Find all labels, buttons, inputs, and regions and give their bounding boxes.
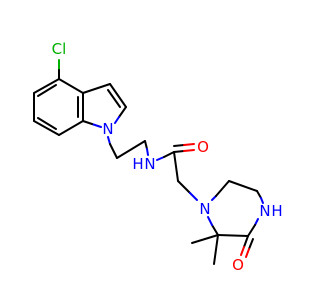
chlorine-label: Cl [52, 40, 67, 58]
bond-c2q-npip-carbon [211, 224, 219, 236]
amide-oxygen-label: O [197, 138, 209, 156]
bond-c3-o [243, 235, 249, 248]
bond-c2q-methyl-left [191, 234, 219, 244]
bond-carbonyl-o [173, 150, 185, 153]
lactam-oxygen-label: O [232, 256, 244, 274]
bond-c3-c2-inner [107, 89, 121, 108]
bond-n1-c7a-carbon [82, 120, 93, 125]
bond-layer [33, 59, 264, 265]
piperazine-nitrogen-label: N [199, 200, 210, 218]
bond-c3-o-red [240, 246, 245, 256]
bond-c3-o-second-red [245, 248, 250, 258]
lactam-hydrogen-label: H [271, 202, 282, 220]
amide-nitrogen-label: N [144, 155, 155, 173]
bond-c2-n1-carbon [118, 106, 127, 118]
bond-n1-ch2-carbon [109, 143, 118, 159]
molecule-structure: Cl N H N O N N H O [33, 40, 283, 274]
bond-ch2-npip [189, 192, 198, 201]
bond-carbonyl-o-second [173, 144, 185, 147]
bond-carbonyl-ch2 [173, 151, 179, 182]
bond-n1-c7a [91, 123, 102, 128]
bond-ch2-nh [146, 148, 149, 156]
bond-c4-c5-inner [37, 84, 57, 97]
bond-c3a-c4 [58, 78, 84, 94]
bond-c3-c2q [217, 234, 249, 237]
bond-c5-nh-blue [260, 197, 264, 204]
bond-n1-ch2 [107, 136, 111, 145]
bond-c3-o-second [248, 238, 254, 250]
bond-npip-c6 [215, 180, 230, 197]
bond-nh-c3 [247, 224, 256, 237]
bond-c4-c5 [33, 78, 60, 94]
bond-nh-carbonyl [156, 156, 165, 161]
atom-label-layer: Cl N H N O N N H O [52, 40, 283, 274]
bond-c5-nh [256, 190, 262, 199]
bond-ch2-ch2 [116, 140, 146, 159]
bond-c2-n1 [114, 116, 120, 124]
bond-c2q-methyl-down [213, 234, 219, 265]
lactam-nitrogen-label: N [259, 202, 270, 220]
bond-ch2-nh-carbon [144, 140, 148, 150]
amide-hydrogen-label: H [132, 155, 143, 173]
bond-c3a-c3 [82, 83, 111, 94]
bond-carbonyl-o-red [183, 149, 195, 152]
indole-nitrogen-label: N [102, 120, 113, 138]
bond-c7-c7a [58, 120, 84, 136]
bond-c2q-npip [207, 216, 213, 226]
bond-c6-c7 [33, 120, 60, 136]
bond-nh-c3-blue [254, 218, 259, 226]
bond-c6-c5 [228, 180, 258, 192]
bond-c3-c2 [109, 83, 127, 108]
bond-ch2-npip-carbon [177, 180, 191, 194]
bond-nh-carbonyl-carbon [163, 151, 175, 158]
bond-carbonyl-o-second-red [183, 143, 195, 146]
bond-c6-c7-inner [37, 117, 57, 130]
